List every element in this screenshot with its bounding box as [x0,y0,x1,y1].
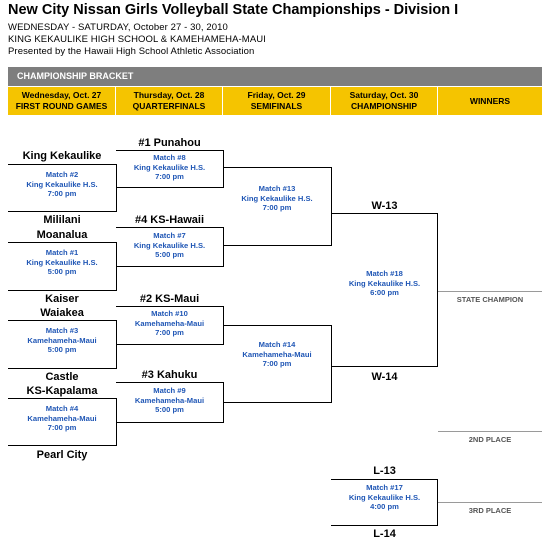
team-ks-hawaii: #4 KS-Hawaii [134,214,205,226]
match-number: Match #18 [366,269,403,278]
second-place-label: 2ND PLACE [468,435,512,444]
match-time: 5:00 pm [155,405,184,414]
team-kaiser: Kaiser [45,293,79,305]
match-time: 4:00 pm [370,502,399,511]
page-title: New City Nissan Girls Volleyball State C… [8,2,459,18]
match-info: Match #4 Kamehameha-Maui 7:00 pm [8,404,116,433]
match-info: Match #13 King Kekaulike H.S. 7:00 pm [223,184,331,213]
team-w14: W-14 [371,371,398,383]
match-info: Match #2 King Kekaulike H.S. 7:00 pm [8,170,116,199]
match-info: Match #14 Kamehameha-Maui 7:00 pm [223,340,331,369]
match-venue: Kamehameha-Maui [134,318,205,328]
match-venue: King Kekaulike H.S. [26,257,98,267]
column-header-semifinals: Friday, Oct. 29 SEMIFINALS [223,87,331,115]
match-info: Match #8 King Kekaulike H.S. 7:00 pm [116,153,223,182]
match-time: 7:00 pm [47,189,77,198]
match-venue: King Kekaulike H.S. [348,278,421,288]
match-venue: King Kekaulike H.S. [133,240,206,250]
team-moanalua: Moanalua [36,229,88,241]
match-time: 7:00 pm [47,423,77,432]
column-header-first-round: Wednesday, Oct. 27 FIRST ROUND GAMES [8,87,116,115]
match-venue: Kamehameha-Maui [27,413,97,423]
column-day: Wednesday, Oct. 27 [21,90,102,100]
team-king-kekaulike: King Kekaulike [22,150,102,162]
match-info: Match #7 King Kekaulike H.S. 5:00 pm [116,231,223,260]
match-number: Match #4 [45,404,79,413]
match-info: Match #17 King Kekaulike H.S. 4:00 pm [331,483,438,512]
event-venues: KING KEKAULIKE HIGH SCHOOL & KAMEHAMEHA-… [8,34,266,45]
column-day: Saturday, Oct. 30 [349,90,419,100]
match-number: Match #17 [366,483,403,492]
match-venue: Kamehameha-Maui [134,395,205,405]
team-l14: L-14 [373,528,396,540]
match-number: Match #13 [258,184,296,193]
column-header-winners: WINNERS [438,87,542,115]
match-number: Match #14 [258,340,296,349]
team-w13: W-13 [371,200,398,212]
match-venue: King Kekaulike H.S. [241,193,313,203]
match-info: Match #9 Kamehameha-Maui 5:00 pm [116,386,223,415]
match-number: Match #10 [151,309,188,318]
match-time: 7:00 pm [155,328,184,337]
team-ks-kapalama: KS-Kapalama [26,385,98,397]
column-day: Friday, Oct. 29 [247,90,306,100]
team-pearl-city: Pearl City [36,449,88,461]
team-waiakea: Waiakea [40,307,84,319]
match-number: Match #8 [153,153,186,162]
match-number: Match #3 [45,326,79,335]
bracket-label: CHAMPIONSHIP BRACKET [8,67,542,86]
match-venue: King Kekaulike H.S. [133,162,206,172]
match-time: 6:00 pm [370,288,399,297]
column-day: Thursday, Oct. 28 [133,90,205,100]
match-time: 7:00 pm [155,172,184,181]
match-number: Match #2 [45,170,79,179]
team-ks-maui: #2 KS-Maui [139,293,200,305]
team-mililani: Mililani [43,214,81,226]
event-presenter: Presented by the Hawaii High School Athl… [8,46,255,57]
team-kahuku: #3 Kahuku [141,369,198,381]
match-venue: Kamehameha-Maui [242,349,312,359]
match-info: Match #10 Kamehameha-Maui 7:00 pm [116,309,223,338]
state-champion-label: STATE CHAMPION [456,295,524,304]
column-round: SEMIFINALS [250,101,303,111]
match-time: 5:00 pm [47,345,77,354]
column-day: WINNERS [469,96,511,106]
match-number: Match #1 [45,248,79,257]
match-info: Match #1 King Kekaulike H.S. 5:00 pm [8,248,116,277]
match-time: 7:00 pm [262,203,292,212]
match-venue: King Kekaulike H.S. [348,492,421,502]
match-venue: Kamehameha-Maui [27,335,97,345]
team-castle: Castle [45,371,79,383]
match-time: 5:00 pm [47,267,77,276]
match-info: Match #18 King Kekaulike H.S. 6:00 pm [331,269,438,298]
team-l13: L-13 [373,465,396,477]
column-header-quarterfinals: Thursday, Oct. 28 QUARTERFINALS [116,87,223,115]
match-time: 5:00 pm [155,250,184,259]
event-dates: WEDNESDAY - SATURDAY, October 27 - 30, 2… [8,22,228,33]
match-info: Match #3 Kamehameha-Maui 5:00 pm [8,326,116,355]
third-place-label: 3RD PLACE [468,506,512,515]
team-punahou: #1 Punahou [138,137,201,149]
column-round: QUARTERFINALS [132,101,206,111]
column-round: CHAMPIONSHIP [350,101,418,111]
match-venue: King Kekaulike H.S. [26,179,98,189]
match-number: Match #7 [153,231,186,240]
match-number: Match #9 [153,386,186,395]
column-header-championship: Saturday, Oct. 30 CHAMPIONSHIP [331,87,438,115]
match-time: 7:00 pm [262,359,292,368]
column-round: FIRST ROUND GAMES [15,101,108,111]
